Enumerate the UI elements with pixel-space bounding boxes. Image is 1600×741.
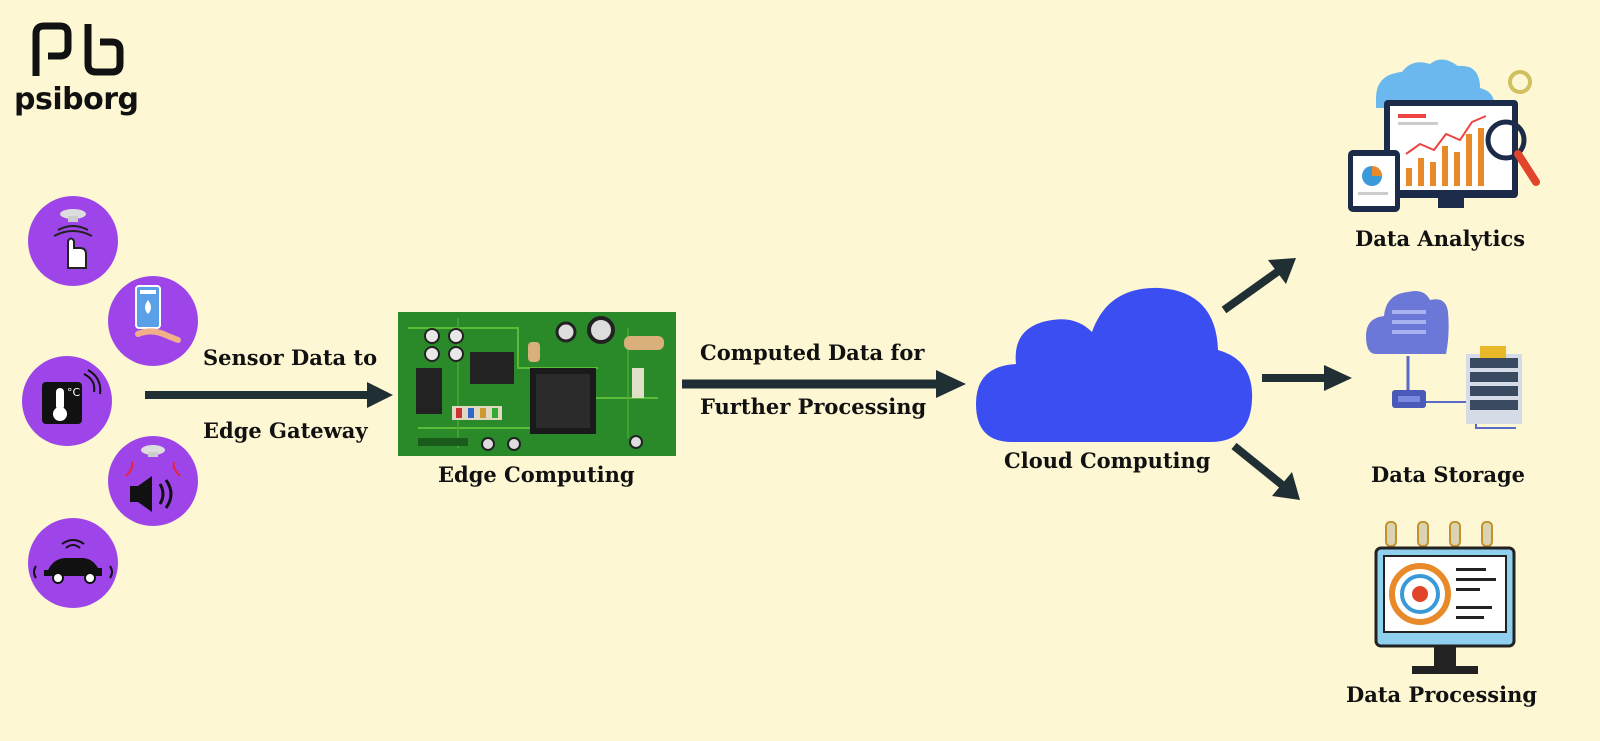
touch-sensor-icon: [28, 196, 118, 286]
analytics-dashboard-icon: [1348, 59, 1540, 212]
brand-logo-icon: [32, 22, 124, 76]
cloud-computing-label: Cloud Computing: [1004, 448, 1211, 473]
sensor-data-label-line1: Sensor Data to: [203, 345, 378, 370]
data-analytics-label: Data Analytics: [1355, 226, 1526, 251]
car-sensor-icon: [28, 518, 118, 608]
brand-name: psiborg: [14, 82, 139, 117]
processing-monitor-icon: [1374, 521, 1516, 674]
computed-data-label-line1: Computed Data for: [700, 340, 925, 365]
sound-sensor-icon: [108, 436, 198, 526]
temperature-sensor-icon: °C: [22, 356, 112, 446]
data-storage-label: Data Storage: [1371, 462, 1526, 487]
cloud-to-processing-arrow: [1231, 442, 1300, 500]
humidity-sensor-icon: [108, 276, 198, 366]
data-processing-label: Data Processing: [1346, 682, 1538, 707]
cloud-to-storage-arrow: [1262, 365, 1352, 391]
cloud-storage-icon: [1366, 291, 1522, 429]
edge-computing-label: Edge Computing: [438, 462, 635, 487]
sensor-to-edge-arrow: [145, 382, 393, 408]
cloud-to-analytics-arrow: [1221, 258, 1296, 314]
computed-data-label-line2: Further Processing: [700, 394, 927, 419]
cloud-icon: [976, 287, 1253, 442]
temperature-unit: °C: [67, 386, 81, 399]
sensor-data-label-line2: Edge Gateway: [203, 418, 368, 443]
circuit-board-icon: [398, 312, 676, 456]
edge-to-cloud-arrow: [682, 370, 966, 398]
